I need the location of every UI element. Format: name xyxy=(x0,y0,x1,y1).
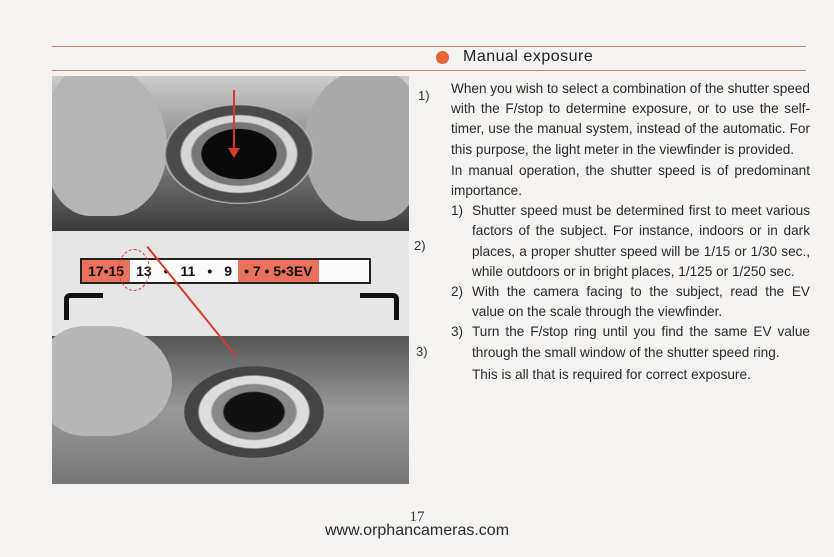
left-hand xyxy=(52,76,167,216)
step-item: 2) With the camera facing to the subject,… xyxy=(451,282,810,322)
step-number: 3) xyxy=(451,324,464,340)
body-text: When you wish to select a combination of… xyxy=(451,79,810,385)
step-text: Shutter speed must be determined first t… xyxy=(472,203,810,279)
ev-label: 11 xyxy=(180,263,196,279)
step-item: 1) Shutter speed must be determined first… xyxy=(451,201,810,282)
hand-turning-ring xyxy=(52,326,172,436)
ev-highlight-circle xyxy=(118,249,150,291)
ev-dot: • xyxy=(207,263,213,279)
ev-label: 5•3 xyxy=(273,263,294,279)
page-number: 17 xyxy=(409,509,425,525)
website-url: www.orphancameras.com xyxy=(324,522,510,539)
right-hand xyxy=(304,76,409,221)
viewfinder-scale-panel: 17•15 13 • 11 • 9 • 7 • 5•3EV xyxy=(52,231,409,336)
ev-dot: • xyxy=(264,263,270,279)
ev-label: 17• xyxy=(88,263,109,279)
step-text: Turn the F/stop ring until you find the … xyxy=(472,324,810,360)
red-arrow-icon xyxy=(228,90,240,158)
camera-photo-figure: 17•15 13 • 11 • 9 • 7 • 5•3EV xyxy=(52,76,409,484)
header-rule-under xyxy=(52,70,806,71)
figure-marker-1: 1) xyxy=(418,88,430,103)
step-number: 2) xyxy=(451,284,464,300)
header-rule-top xyxy=(52,46,806,47)
photo-camera-ring-view xyxy=(52,326,409,484)
figure-marker-2: 2) xyxy=(414,238,426,253)
figure-marker-3: 3) xyxy=(416,344,428,359)
section-header: Manual exposure xyxy=(436,48,593,66)
orange-bullet-icon xyxy=(436,50,449,64)
viewfinder-corner-right-icon xyxy=(360,293,399,320)
ev-unit-label: EV xyxy=(293,263,313,279)
steps-list: 1) Shutter speed must be determined first… xyxy=(451,201,810,363)
section-title: Manual exposure xyxy=(463,48,594,65)
photo-camera-top-view xyxy=(52,76,409,231)
viewfinder-corner-left-icon xyxy=(64,293,103,320)
lens-ring-bottom xyxy=(184,366,324,458)
step-text: With the camera facing to the subject, r… xyxy=(472,284,810,320)
step-number: 1) xyxy=(451,203,464,219)
ev-label: 7 xyxy=(252,263,261,279)
manual-operation-paragraph: In manual operation, the shutter speed i… xyxy=(451,162,810,199)
ev-dot: • xyxy=(244,263,249,279)
step-item: 3) Turn the F/stop ring until you find th… xyxy=(451,322,810,362)
closing-paragraph: This is all that is required for correct… xyxy=(472,366,751,382)
intro-paragraph: When you wish to select a combination of… xyxy=(451,81,810,157)
ev-label: 9 xyxy=(224,263,233,279)
